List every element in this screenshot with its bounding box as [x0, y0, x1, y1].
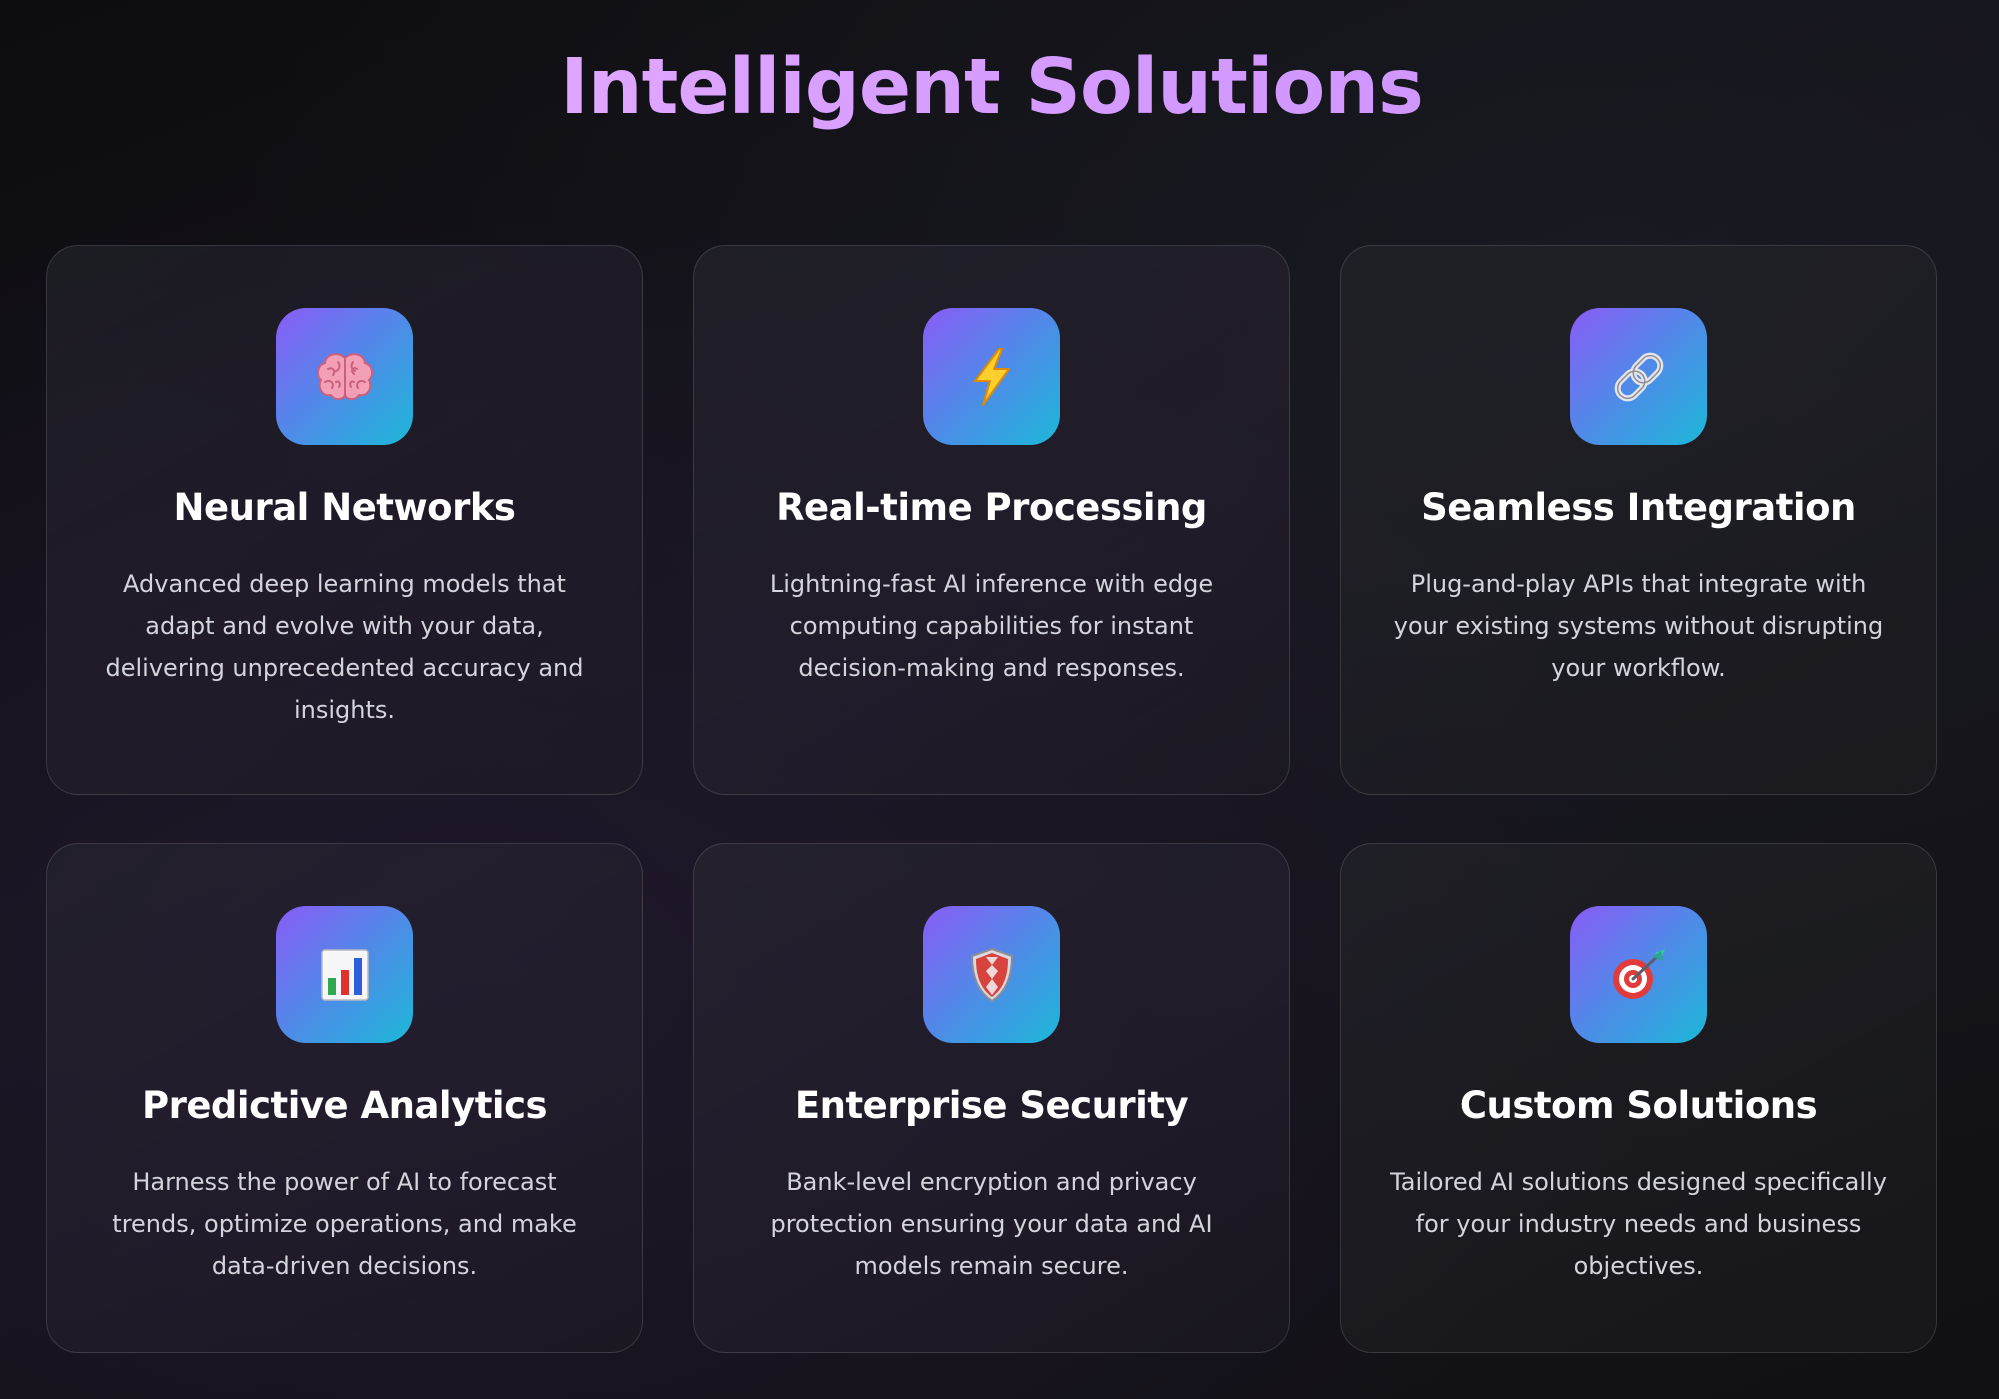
card-title: Seamless Integration	[1421, 486, 1856, 529]
solution-card-predictive-analytics[interactable]: Predictive Analytics Harness the power o…	[46, 843, 643, 1353]
brain-icon	[316, 352, 374, 402]
card-description: Harness the power of AI to forecast tren…	[112, 1168, 577, 1280]
solutions-grid: Neural Networks Advanced deep learning m…	[46, 245, 1938, 1353]
solution-card-neural-networks[interactable]: Neural Networks Advanced deep learning m…	[46, 245, 643, 795]
solution-card-real-time-processing[interactable]: Real-time Processing Lightning-fast AI i…	[693, 245, 1290, 795]
icon-tile	[923, 906, 1060, 1043]
icon-tile	[1570, 308, 1707, 445]
card-title: Real-time Processing	[776, 486, 1207, 529]
card-description: Advanced deep learning models that adapt…	[105, 570, 584, 724]
page-title: Intelligent Solutions	[0, 38, 1983, 138]
card-title: Neural Networks	[173, 486, 516, 529]
solution-card-seamless-integration[interactable]: Seamless Integration Plug-and-play APIs …	[1340, 245, 1937, 795]
card-description: Tailored AI solutions designed specifica…	[1390, 1168, 1887, 1280]
card-title: Predictive Analytics	[141, 1084, 548, 1127]
card-description: Plug-and-play APIs that integrate with y…	[1393, 570, 1884, 682]
icon-tile	[276, 906, 413, 1043]
icon-tile	[923, 308, 1060, 445]
bar-chart-icon	[320, 948, 370, 1002]
card-description: Bank-level encryption and privacy protec…	[770, 1168, 1213, 1280]
lightning-icon	[969, 347, 1015, 407]
target-icon	[1609, 947, 1669, 1003]
card-title: Custom Solutions	[1459, 1084, 1818, 1127]
card-title: Enterprise Security	[794, 1084, 1189, 1127]
card-description: Lightning-fast AI inference with edge co…	[769, 570, 1214, 682]
solution-card-enterprise-security[interactable]: Enterprise Security Bank-level encryptio…	[693, 843, 1290, 1353]
link-icon	[1609, 347, 1669, 407]
icon-tile	[276, 308, 413, 445]
solution-card-custom-solutions[interactable]: Custom Solutions Tailored AI solutions d…	[1340, 843, 1937, 1353]
icon-tile	[1570, 906, 1707, 1043]
shield-icon	[969, 947, 1015, 1003]
